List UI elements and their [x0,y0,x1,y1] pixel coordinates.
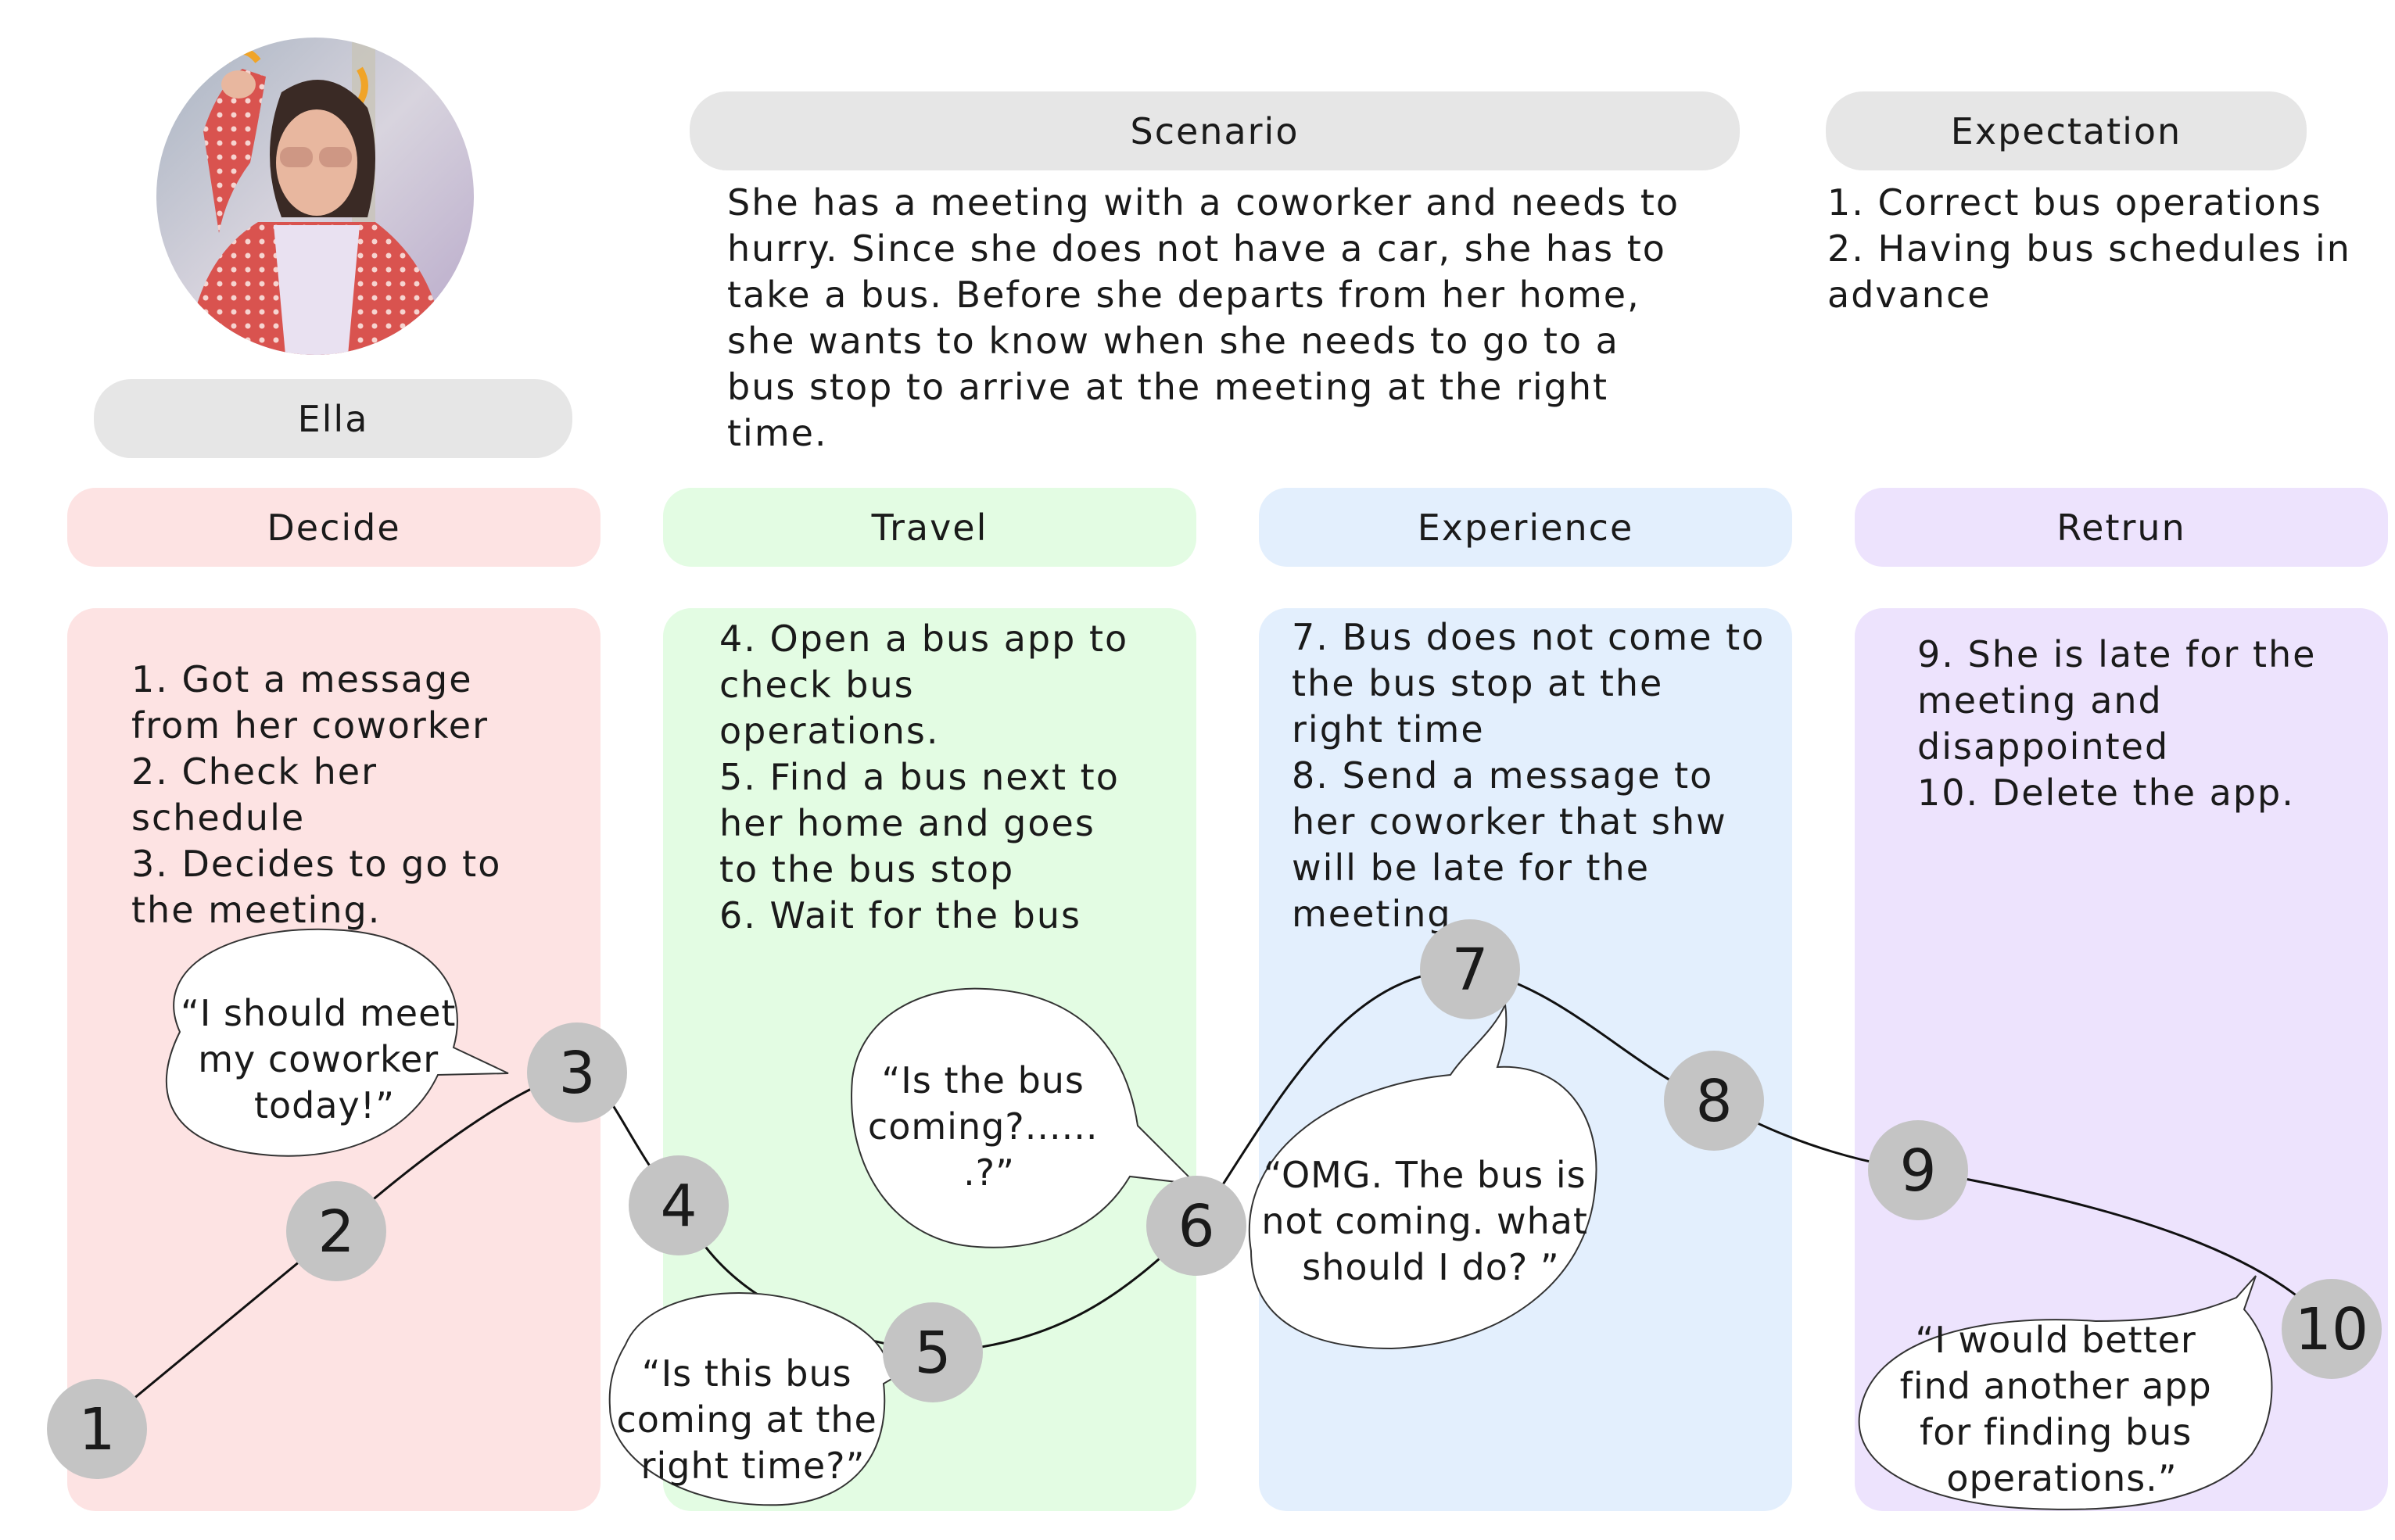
steps-decide: 1. Got a message from her coworker 2. Ch… [131,658,502,931]
node-10-label: 10 [2295,1296,2368,1363]
journey-node-1: 1 [47,1379,147,1479]
node-5-label: 5 [914,1320,951,1387]
phase-travel: Travel [663,488,1196,567]
quote-7-line-3: should I do? ” [1302,1246,1559,1288]
quote-3-line-2: my coworker [198,1038,439,1080]
journey-node-6: 6 [1146,1176,1246,1276]
node-1-label: 1 [78,1396,115,1463]
phase-travel-label: Travel [871,506,988,549]
quote-3-line-3: today!” [254,1084,395,1126]
journey-node-4: 4 [629,1155,729,1255]
quote-10-line-2: find another app [1900,1365,2212,1407]
quote-bubble-10: “I would better find another app for fin… [1858,1275,2273,1510]
quote-3-line-1: “I should meet [181,992,457,1034]
quote-10-line-4: operations.” [1946,1457,2177,1499]
journey-node-8: 8 [1664,1051,1764,1151]
journey-node-9: 9 [1868,1120,1968,1220]
persona-photo [156,38,474,355]
quote-5-line-1: “Is this bus [642,1352,852,1395]
expectation-title: Expectation [1950,109,2182,152]
node-7-label: 7 [1451,937,1488,1004]
quote-6-line-2: coming?...... [868,1105,1099,1148]
journey-node-3: 3 [527,1022,627,1123]
quote-6-text: “Is the bus coming?...... .?” [868,1059,1110,1194]
quote-10-line-1: “I would better [1916,1319,2196,1361]
phase-experience: Experience [1259,488,1792,567]
node-9-label: 9 [1899,1137,1936,1205]
scenario-text: She has a meeting with a coworker and ne… [727,181,1680,454]
phase-return: Retrun [1855,488,2388,567]
quote-bubble-7: “OMG. The bus is not coming. what should… [1249,1001,1600,1350]
node-2-label: 2 [317,1198,354,1266]
quote-10-line-3: for finding bus [1920,1411,2192,1453]
expectation-text: 1. Correct bus operations 2. Having bus … [1827,181,2351,316]
quote-7-line-1: “OMG. The bus is [1264,1154,1587,1196]
phase-return-label: Retrun [2056,506,2186,549]
node-4-label: 4 [660,1173,697,1240]
quote-5-line-3: right time?” [641,1445,866,1487]
journey-node-10: 10 [2282,1279,2382,1379]
quote-6-line-3: .?” [963,1151,1015,1194]
journey-node-5: 5 [883,1302,983,1402]
quote-7-line-2: not coming. what [1261,1200,1588,1242]
phase-experience-label: Experience [1417,506,1634,549]
scenario-title: Scenario [1130,109,1300,152]
steps-return: 9. She is late for the meeting and disap… [1917,633,2317,814]
node-3-label: 3 [558,1040,595,1107]
persona-name: Ella [297,397,369,440]
node-6-label: 6 [1178,1193,1214,1260]
steps-experience: 7. Bus does not come to the bus stop at … [1292,616,1766,935]
journey-node-2: 2 [286,1181,386,1281]
quote-bubble-3: “I should meet my coworker today!” [165,928,509,1157]
quote-bubble-6: “Is the bus coming?...... .?” [851,987,1199,1248]
persona-avatar [156,38,474,355]
quote-5-line-2: coming at the [617,1399,877,1441]
journey-node-7: 7 [1420,919,1520,1019]
steps-travel: 4. Open a bus app to check bus operation… [719,618,1129,937]
quote-bubble-5: “Is this bus coming at the right time?” [608,1292,931,1506]
quote-6-line-1: “Is the bus [881,1059,1084,1101]
node-8-label: 8 [1695,1068,1732,1135]
phase-decide: Decide [67,488,601,567]
expectation-header: Expectation [1826,91,2307,170]
phase-decide-label: Decide [267,506,401,549]
quote-3-text: “I should meet my coworker today!” [181,992,468,1126]
quote-5-text: “Is this bus coming at the right time?” [617,1352,890,1487]
quote-10-text: “I would better find another app for fin… [1900,1319,2225,1499]
persona-name-pill: Ella [94,379,572,458]
scenario-header: Scenario [690,91,1740,170]
quote-7-text: “OMG. The bus is not coming. what should… [1261,1154,1600,1288]
